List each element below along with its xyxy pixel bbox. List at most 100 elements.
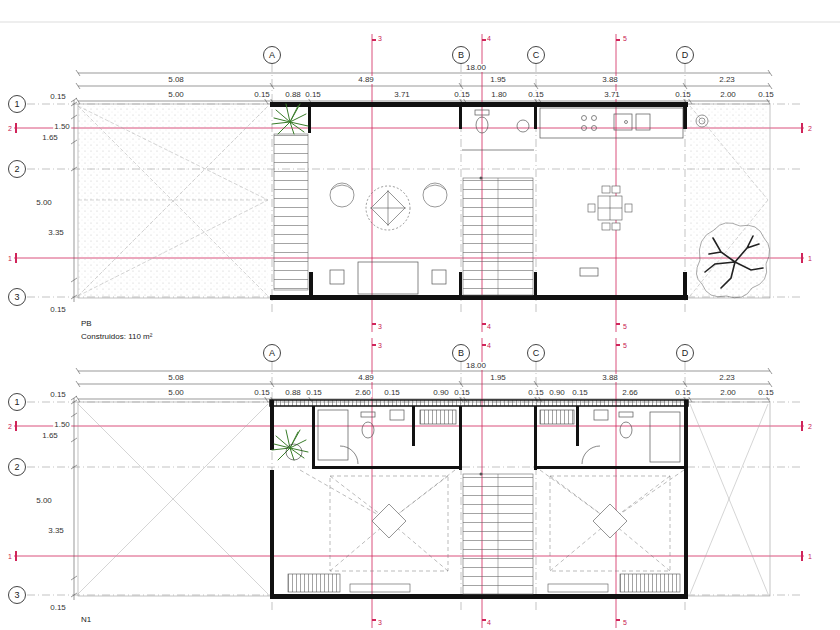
- grid-label: 3: [14, 293, 19, 302]
- grid-bubble: B: [452, 344, 470, 362]
- dimension-text: 0.15: [49, 93, 67, 101]
- dimension-text: 5.00: [35, 497, 53, 505]
- dimension-text: 0.15: [674, 91, 692, 99]
- grid-bubble: D: [676, 46, 694, 64]
- grid-label: B: [458, 349, 464, 358]
- grid-bubble: A: [263, 46, 281, 64]
- dimension-text: 18.00: [465, 64, 487, 72]
- section-mark: 1: [807, 255, 813, 262]
- grid-label: 1: [14, 100, 19, 109]
- grid-label: A: [269, 349, 275, 358]
- dimension-text: 3.35: [47, 229, 65, 237]
- dimension-text: 5.08: [167, 374, 185, 382]
- section-mark: 2: [7, 125, 13, 132]
- section-mark: 1: [7, 255, 13, 262]
- grid-label: A: [269, 51, 275, 60]
- grid-label: D: [682, 349, 689, 358]
- dimension-text: 1.95: [489, 374, 507, 382]
- dimension-text: 0.90: [432, 389, 450, 397]
- section-mark: 4: [486, 619, 492, 626]
- dimension-text: 0.15: [453, 91, 471, 99]
- dimension-text: 2.60: [354, 389, 372, 397]
- section-mark: 4: [486, 35, 492, 42]
- dimension-text: 3.71: [393, 91, 411, 99]
- section-mark: 2: [807, 125, 813, 132]
- grid-label: 1: [14, 398, 19, 407]
- section-mark: 5: [622, 342, 628, 349]
- grid-bubble: 3: [8, 288, 26, 306]
- dimension-text: 0.15: [49, 306, 67, 314]
- dimension-text: 3.35: [47, 527, 65, 535]
- dimension-text: 2.00: [719, 91, 737, 99]
- section-mark: 3: [377, 35, 383, 42]
- section-mark: 5: [622, 619, 628, 626]
- dimension-text: 0.15: [383, 389, 401, 397]
- section-mark: 3: [377, 342, 383, 349]
- section-mark: 1: [807, 553, 813, 560]
- dimension-text: 1.65: [41, 432, 59, 440]
- section-mark: 4: [486, 342, 492, 349]
- dimension-text: 0.88: [284, 389, 302, 397]
- dimension-text: 0.15: [49, 391, 67, 399]
- dimension-text: 0.15: [305, 389, 323, 397]
- grid-bubble: 1: [8, 95, 26, 113]
- dimension-text: 0.15: [253, 91, 271, 99]
- grid-bubble: B: [452, 46, 470, 64]
- grid-bubble: 2: [8, 160, 26, 178]
- plan-title: Construidos: 110 m²: [80, 333, 153, 341]
- section-mark: 4: [486, 323, 492, 330]
- dimension-text: 4.89: [357, 374, 375, 382]
- dimension-text: 0.15: [757, 389, 775, 397]
- dimension-text: 0.15: [304, 91, 322, 99]
- grid-label: C: [533, 349, 540, 358]
- dimension-text: 1.50: [53, 123, 71, 131]
- dimension-text: 5.00: [35, 199, 53, 207]
- dimension-text: 0.15: [527, 91, 545, 99]
- section-mark: 3: [377, 619, 383, 626]
- dimension-text: 0.15: [571, 389, 589, 397]
- dimension-text: 2.00: [719, 389, 737, 397]
- section-mark: 1: [7, 553, 13, 560]
- section-mark: 5: [622, 35, 628, 42]
- dimension-text: 2.66: [621, 389, 639, 397]
- grid-bubble: 1: [8, 393, 26, 411]
- grid-label: D: [682, 51, 689, 60]
- dimension-text: 0.15: [757, 91, 775, 99]
- dimension-text: 5.08: [167, 76, 185, 84]
- grid-bubble: 3: [8, 586, 26, 604]
- dimension-text: 2.23: [718, 76, 736, 84]
- dimension-text: 1.50: [53, 421, 71, 429]
- dimension-text: 0.15: [253, 389, 271, 397]
- section-mark: 2: [807, 423, 813, 430]
- dimension-text: 4.89: [357, 76, 375, 84]
- grid-bubble: D: [676, 344, 694, 362]
- plan-title: N1: [80, 616, 92, 624]
- grid-bubble: C: [527, 46, 545, 64]
- dimension-text: 2.23: [718, 374, 736, 382]
- grid-label: 2: [14, 165, 19, 174]
- dimension-text: 5.00: [167, 91, 185, 99]
- dimension-text: 0.15: [527, 389, 545, 397]
- dimension-text: 1.80: [490, 91, 508, 99]
- dimension-text: 3.88: [601, 374, 619, 382]
- grid-bubble: A: [263, 344, 281, 362]
- dimension-text: 5.00: [167, 389, 185, 397]
- dimension-text: 0.15: [674, 389, 692, 397]
- dimension-text: 0.15: [453, 389, 471, 397]
- section-mark: 5: [622, 323, 628, 330]
- grid-bubble: 2: [8, 458, 26, 476]
- grid-label: 2: [14, 463, 19, 472]
- dimension-text: 1.95: [489, 76, 507, 84]
- dimension-text: 3.88: [601, 76, 619, 84]
- dimension-text: 18.00: [465, 362, 487, 370]
- section-mark: 2: [7, 423, 13, 430]
- dimension-text: 0.88: [284, 91, 302, 99]
- section-mark: 3: [377, 323, 383, 330]
- grid-bubble: C: [527, 344, 545, 362]
- grid-label: 3: [14, 591, 19, 600]
- dimension-text: 0.90: [548, 389, 566, 397]
- grid-label: C: [533, 51, 540, 60]
- grid-label: B: [458, 51, 464, 60]
- dimension-text: 3.71: [603, 91, 621, 99]
